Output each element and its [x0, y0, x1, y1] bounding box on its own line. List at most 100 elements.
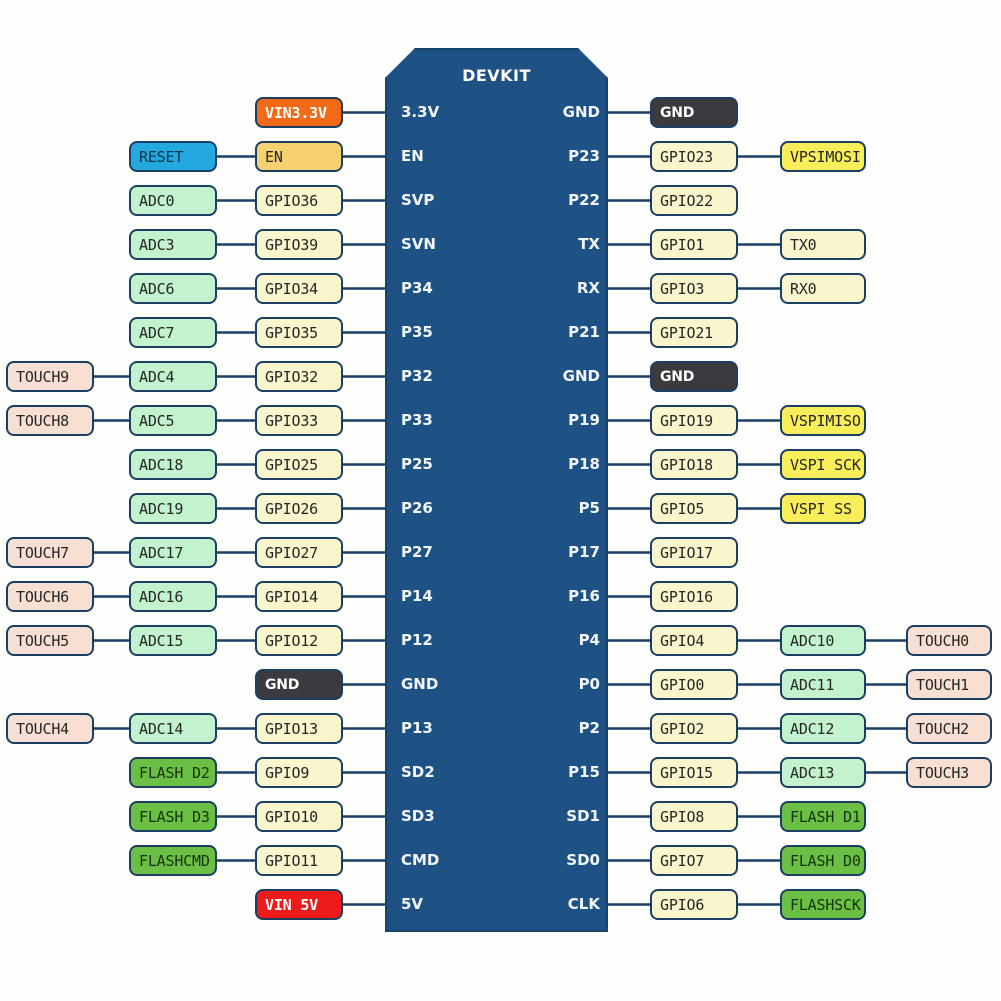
- board-pin-left-p32: P32: [401, 367, 433, 385]
- left-pin-box-gpio33[interactable]: GPIO33: [255, 405, 343, 436]
- left-touch-box-touch6[interactable]: TOUCH6: [6, 581, 94, 612]
- left-pin-box-gpio26[interactable]: GPIO26: [255, 493, 343, 524]
- left-touch-box-touch5[interactable]: TOUCH5: [6, 625, 94, 656]
- left-alt-box-reset[interactable]: RESET: [129, 141, 217, 172]
- board-pin-left-33v: 3.3V: [401, 103, 440, 121]
- board-pin-right-gnd: GND: [562, 103, 600, 121]
- right-pin-box-gpio6[interactable]: GPIO6: [650, 889, 738, 920]
- left-alt-box-adc4[interactable]: ADC4: [129, 361, 217, 392]
- left-pin-box-gpio34[interactable]: GPIO34: [255, 273, 343, 304]
- right-alt-box-tx0[interactable]: TX0: [780, 229, 866, 260]
- left-alt-box-adc19[interactable]: ADC19: [129, 493, 217, 524]
- left-alt-box-adc17[interactable]: ADC17: [129, 537, 217, 568]
- right-pin-box-gpio17[interactable]: GPIO17: [650, 537, 738, 568]
- right-pin-box-gpio21[interactable]: GPIO21: [650, 317, 738, 348]
- left-alt-box-flashd2[interactable]: FLASH D2: [129, 757, 217, 788]
- left-touch-box-touch9[interactable]: TOUCH9: [6, 361, 94, 392]
- board-pin-left-cmd: CMD: [401, 851, 440, 869]
- left-touch-box-touch8[interactable]: TOUCH8: [6, 405, 94, 436]
- right-alt-box-vspimiso[interactable]: VSPIMISO: [780, 405, 866, 436]
- left-alt-box-adc16[interactable]: ADC16: [129, 581, 217, 612]
- left-pin-box-gpio27[interactable]: GPIO27: [255, 537, 343, 568]
- board-pin-right-p5: P5: [578, 499, 600, 517]
- right-pin-box-gpio19[interactable]: GPIO19: [650, 405, 738, 436]
- left-alt-box-adc7[interactable]: ADC7: [129, 317, 217, 348]
- board-pin-right-p16: P16: [568, 587, 600, 605]
- right-pin-box-gpio4[interactable]: GPIO4: [650, 625, 738, 656]
- left-touch-box-touch4[interactable]: TOUCH4: [6, 713, 94, 744]
- left-pin-box-vin33v[interactable]: VIN3.3V: [255, 97, 343, 128]
- left-pin-box-gpio11[interactable]: GPIO11: [255, 845, 343, 876]
- left-pin-box-gpio13[interactable]: GPIO13: [255, 713, 343, 744]
- right-pin-box-gpio16[interactable]: GPIO16: [650, 581, 738, 612]
- board-pin-right-p19: P19: [568, 411, 600, 429]
- board-pin-left-p34: P34: [401, 279, 433, 297]
- right-pin-box-gpio5[interactable]: GPIO5: [650, 493, 738, 524]
- right-touch-box-touch3[interactable]: TOUCH3: [906, 757, 992, 788]
- left-pin-box-gnd[interactable]: GND: [255, 669, 343, 700]
- right-pin-box-gpio7[interactable]: GPIO7: [650, 845, 738, 876]
- left-alt-box-flashd3[interactable]: FLASH D3: [129, 801, 217, 832]
- right-alt-box-flashsck[interactable]: FLASHSCK: [780, 889, 866, 920]
- board-pin-left-p27: P27: [401, 543, 433, 561]
- left-touch-box-touch7[interactable]: TOUCH7: [6, 537, 94, 568]
- right-alt-box-vspisck[interactable]: VSPI SCK: [780, 449, 866, 480]
- right-alt-box-vspiss[interactable]: VSPI SS: [780, 493, 866, 524]
- right-pin-box-gpio18[interactable]: GPIO18: [650, 449, 738, 480]
- left-pin-box-gpio25[interactable]: GPIO25: [255, 449, 343, 480]
- left-pin-box-vin5v[interactable]: VIN 5V: [255, 889, 343, 920]
- right-touch-box-touch2[interactable]: TOUCH2: [906, 713, 992, 744]
- right-pin-box-gpio1[interactable]: GPIO1: [650, 229, 738, 260]
- left-alt-box-adc14[interactable]: ADC14: [129, 713, 217, 744]
- right-pin-box-gnd[interactable]: GND: [650, 361, 738, 392]
- left-pin-box-gpio10[interactable]: GPIO10: [255, 801, 343, 832]
- left-pin-box-gpio9[interactable]: GPIO9: [255, 757, 343, 788]
- board-pin-right-p23: P23: [568, 147, 600, 165]
- right-pin-box-gpio0[interactable]: GPIO0: [650, 669, 738, 700]
- right-pin-box-gnd[interactable]: GND: [650, 97, 738, 128]
- left-alt-box-adc18[interactable]: ADC18: [129, 449, 217, 480]
- board-pin-left-p33: P33: [401, 411, 433, 429]
- right-alt-box-adc10[interactable]: ADC10: [780, 625, 866, 656]
- right-pin-box-gpio15[interactable]: GPIO15: [650, 757, 738, 788]
- left-pin-box-gpio39[interactable]: GPIO39: [255, 229, 343, 260]
- left-pin-box-gpio12[interactable]: GPIO12: [255, 625, 343, 656]
- left-alt-box-flashcmd[interactable]: FLASHCMD: [129, 845, 217, 876]
- right-pin-box-gpio22[interactable]: GPIO22: [650, 185, 738, 216]
- board-pin-right-p17: P17: [568, 543, 600, 561]
- right-alt-box-vpsimosi[interactable]: VPSIMOSI: [780, 141, 866, 172]
- left-alt-box-adc3[interactable]: ADC3: [129, 229, 217, 260]
- left-alt-box-adc5[interactable]: ADC5: [129, 405, 217, 436]
- board-title: DEVKIT: [462, 66, 531, 85]
- right-pin-box-gpio8[interactable]: GPIO8: [650, 801, 738, 832]
- right-alt-box-adc13[interactable]: ADC13: [780, 757, 866, 788]
- board-pin-right-p22: P22: [568, 191, 600, 209]
- left-pin-box-gpio35[interactable]: GPIO35: [255, 317, 343, 348]
- board-pin-left-svp: SVP: [401, 191, 435, 209]
- left-pin-box-gpio14[interactable]: GPIO14: [255, 581, 343, 612]
- right-touch-box-touch0[interactable]: TOUCH0: [906, 625, 992, 656]
- right-pin-box-gpio23[interactable]: GPIO23: [650, 141, 738, 172]
- left-pin-box-en[interactable]: EN: [255, 141, 343, 172]
- left-pin-box-gpio32[interactable]: GPIO32: [255, 361, 343, 392]
- board-pin-left-p35: P35: [401, 323, 433, 341]
- left-alt-box-adc6[interactable]: ADC6: [129, 273, 217, 304]
- left-alt-box-adc0[interactable]: ADC0: [129, 185, 217, 216]
- board-pin-right-p0: P0: [578, 675, 600, 693]
- left-pin-box-gpio36[interactable]: GPIO36: [255, 185, 343, 216]
- board-pin-right-sd0: SD0: [566, 851, 600, 869]
- right-touch-box-touch1[interactable]: TOUCH1: [906, 669, 992, 700]
- board-pin-right-sd1: SD1: [566, 807, 600, 825]
- board-pin-left-p14: P14: [401, 587, 433, 605]
- left-alt-box-adc15[interactable]: ADC15: [129, 625, 217, 656]
- board-pin-right-p15: P15: [568, 763, 600, 781]
- right-alt-box-flashd0[interactable]: FLASH D0: [780, 845, 866, 876]
- right-alt-box-flashd1[interactable]: FLASH D1: [780, 801, 866, 832]
- board-pin-left-5v: 5V: [401, 895, 424, 913]
- right-alt-box-rx0[interactable]: RX0: [780, 273, 866, 304]
- right-pin-box-gpio2[interactable]: GPIO2: [650, 713, 738, 744]
- right-alt-box-adc12[interactable]: ADC12: [780, 713, 866, 744]
- right-alt-box-adc11[interactable]: ADC11: [780, 669, 866, 700]
- right-pin-box-gpio3[interactable]: GPIO3: [650, 273, 738, 304]
